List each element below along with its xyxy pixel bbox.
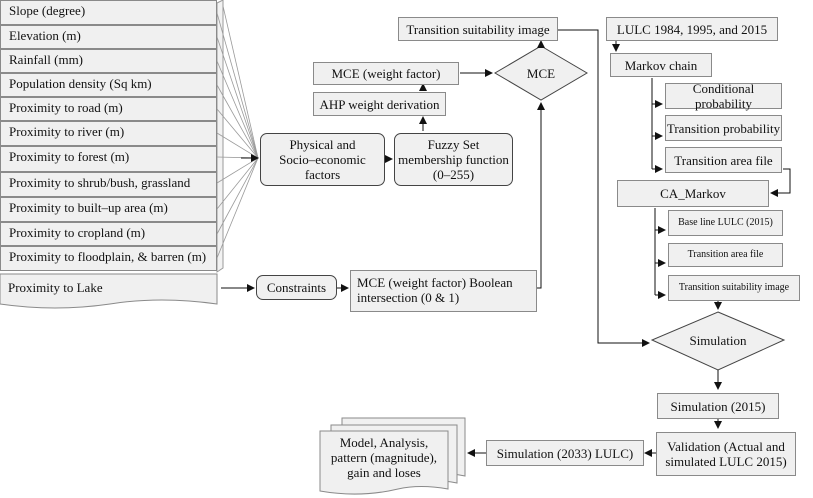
factor-label: Proximity to river (m) [9, 124, 125, 139]
markov-chain-box: Markov chain [610, 53, 712, 77]
factor-label: Proximity to shrub/bush, grassland [9, 175, 191, 190]
simulation-2015-box: Simulation (2015) [657, 393, 779, 419]
transition-image-box: Transition suitability image [398, 17, 558, 41]
factor-label: Proximity to floodplain, & barren (m) [9, 249, 207, 264]
validation-box: Validation (Actual and simulated LULC 20… [656, 432, 796, 476]
ca-markov-label: CA_Markov [660, 186, 726, 201]
ahp-box: AHP weight derivation [313, 92, 446, 116]
simulation-label: Simulation [689, 332, 747, 348]
mce-diamond [494, 45, 588, 101]
lake-label: Proximity to Lake [8, 280, 103, 295]
lulc-box: LULC 1984, 1995, and 2015 [606, 17, 778, 41]
conditional-probability-box: Conditional probability [665, 81, 782, 111]
mce-label: MCE [526, 65, 556, 81]
markov-chain-label: Markov chain [624, 57, 698, 73]
baseline-lulc-label: Base line LULC (2015) [678, 217, 773, 228]
lulc-label: LULC 1984, 1995, and 2015 [616, 21, 768, 37]
factor-box-population: Population density (Sq km) [0, 73, 217, 97]
factor-box-elevation: Elevation (m) [0, 25, 217, 49]
factor-label: Proximity to forest (m) [9, 149, 130, 164]
factor-box-rainfall: Rainfall (mm) [0, 49, 217, 73]
ahp-label: AHP weight derivation [319, 96, 440, 112]
factor-box-forest: Proximity to forest (m) [0, 146, 217, 172]
ca-transition-image-label: Transition suitability image [678, 282, 790, 293]
factor-box-builtup: Proximity to built–up area (m) [0, 197, 217, 222]
validation-label: Validation (Actual and simulated LULC 20… [665, 439, 787, 469]
fuzzy-set-box: Fuzzy Set membership function (0–255) [394, 133, 513, 186]
conditional-probability-label: Conditional probability [692, 81, 755, 111]
transition-probability-label: Transition probability [666, 120, 781, 136]
physical-factors-label: Physical and Socio–economic factors [279, 137, 366, 182]
factor-box-cropland: Proximity to cropland (m) [0, 222, 217, 246]
factor-box-river: Proximity to river (m) [0, 121, 217, 146]
transition-area-file-label: Transition area file [674, 152, 773, 168]
baseline-lulc-box: Base line LULC (2015) [668, 210, 783, 236]
transition-probability-box: Transition probability [665, 115, 782, 141]
constraints-box: Constraints [256, 275, 337, 300]
factor-label: Proximity to road (m) [9, 100, 123, 115]
model-document-stack [319, 417, 466, 495]
simulation-2033-label: Simulation (2033) LULC) [496, 445, 634, 461]
factor-box-shrub: Proximity to shrub/bush, grassland [0, 172, 217, 197]
mce-weight-label: MCE (weight factor) [331, 66, 441, 81]
ca-transition-area-box: Transition area file [668, 243, 783, 267]
constraints-label: Constraints [266, 280, 327, 295]
factor-label: Slope (degree) [9, 3, 86, 18]
physical-factors-box: Physical and Socio–economic factors [260, 133, 385, 186]
fuzzy-set-label: Fuzzy Set membership function (0–255) [398, 137, 509, 182]
factor-label: Elevation (m) [9, 28, 81, 43]
boolean-box: MCE (weight factor) Boolean intersection… [350, 270, 537, 312]
factor-box-floodplain: Proximity to floodplain, & barren (m) [0, 246, 217, 271]
ca-markov-box: CA_Markov [617, 180, 769, 207]
factor-label: Rainfall (mm) [9, 52, 84, 67]
lake-document-shape [0, 273, 218, 309]
model-analysis-label: Model, Analysis, pattern (magnitude), ga… [330, 434, 438, 480]
factor-fan-lines [216, 5, 259, 259]
boolean-label: MCE (weight factor) Boolean intersection… [357, 275, 513, 305]
ca-transition-area-label: Transition area file [687, 249, 764, 260]
transition-area-file-box: Transition area file [665, 147, 782, 173]
ca-transition-image-box: Transition suitability image [668, 275, 800, 301]
simulation-2033-box: Simulation (2033) LULC) [486, 440, 644, 466]
factor-label: Proximity to built–up area (m) [9, 200, 168, 215]
transition-image-label: Transition suitability image [406, 21, 550, 37]
arrows [221, 29, 791, 457]
simulation-2015-label: Simulation (2015) [670, 398, 766, 414]
factor-label: Population density (Sq km) [9, 76, 152, 91]
mce-weight-box: MCE (weight factor) [313, 62, 459, 85]
factor-box-road: Proximity to road (m) [0, 97, 217, 121]
factor-box-slope: Slope (degree) [0, 0, 217, 25]
factor-label: Proximity to cropland (m) [9, 225, 146, 240]
